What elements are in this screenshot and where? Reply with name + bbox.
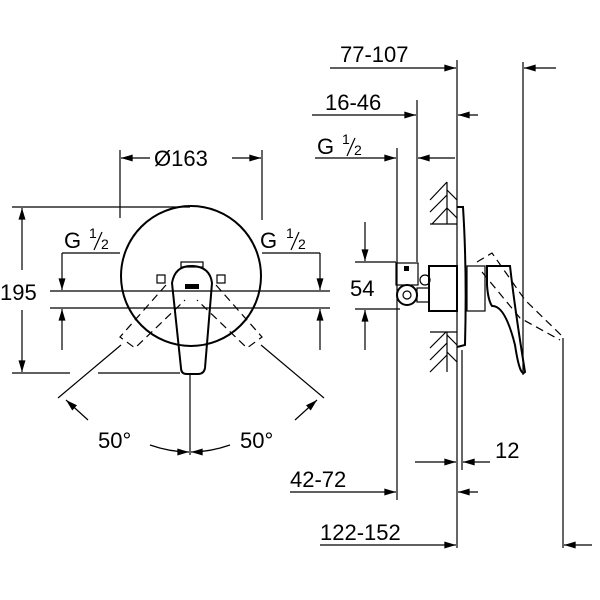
side-lever [486,265,527,374]
side-view: 77-107 16-46 G 1 2 54 [290,42,592,549]
valve-body [428,265,458,312]
svg-text:G: G [317,134,334,159]
depth-inner-label: 16-46 [325,90,381,115]
front-view: Ø163 195 G 1 2 G 1 2 [0,146,330,456]
angle-label-right: 50° [240,428,273,453]
spacing-label: 54 [350,276,374,301]
thread-label-left: G 1 2 [64,225,109,253]
svg-text:2: 2 [298,236,306,252]
plate-thickness-label: 12 [495,438,519,463]
svg-text:1: 1 [89,225,97,241]
depth-total-label: 77-107 [340,42,409,67]
lever-handle [170,264,214,375]
svg-text:1: 1 [342,131,350,147]
angle-label-left: 50° [98,428,131,453]
svg-text:G: G [64,228,81,253]
svg-text:1: 1 [286,225,294,241]
height-label: 195 [0,280,37,305]
thread-label-side: G 1 2 [317,131,362,159]
cover-plate [120,205,262,347]
svg-text:2: 2 [101,236,109,252]
side-cover-plate [456,206,467,348]
overall-depth-label: 122-152 [320,520,401,545]
diameter-label: Ø163 [154,146,208,171]
svg-text:2: 2 [354,142,362,158]
svg-text:G: G [260,228,277,253]
thread-label-right: G 1 2 [260,225,306,253]
wall-hatch [429,181,458,373]
install-depth-label: 42-72 [290,467,346,492]
